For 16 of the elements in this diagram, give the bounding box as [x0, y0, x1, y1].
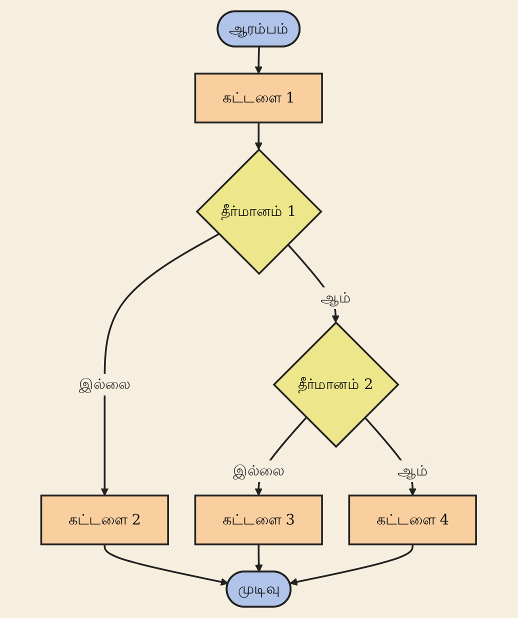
node-box: கட்டளை 1 [194, 72, 324, 124]
arrow [104, 544, 229, 586]
arrow [290, 544, 414, 586]
node-diamond: தீர்மானம் 2 [273, 321, 400, 448]
arrow [255, 46, 263, 74]
edge-label: ஆம் [398, 462, 428, 480]
edge-label: இல்லை [79, 376, 131, 393]
arrow [255, 122, 263, 150]
node-box: கட்டளை 3 [194, 494, 324, 546]
edge-label: ஆம் [321, 289, 351, 306]
edge-label: இல்லை [233, 462, 285, 480]
node-diamond: தீர்மானம் 1 [196, 148, 323, 275]
arrow [255, 544, 264, 572]
node-box: கட்டளை 4 [348, 494, 478, 546]
node-box: கட்டளை 2 [40, 494, 170, 546]
arrow [101, 233, 220, 496]
